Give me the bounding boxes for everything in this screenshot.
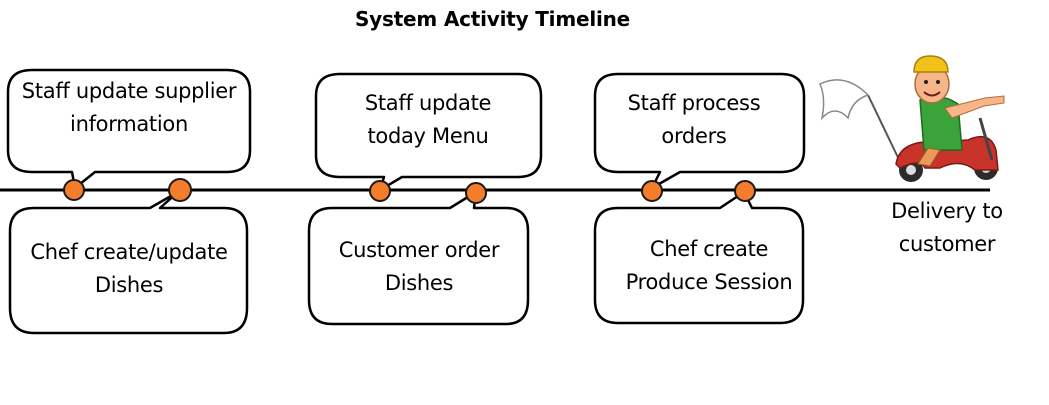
event-label-line: Staff update supplier bbox=[21, 79, 237, 103]
event-label-line: Dishes bbox=[94, 273, 164, 297]
timeline-node bbox=[734, 180, 756, 202]
event-label-orders: Staff process orders bbox=[597, 88, 791, 152]
diagram-title: System Activity Timeline bbox=[354, 7, 631, 31]
delivery-scooter-chef-icon bbox=[819, 55, 1005, 182]
event-label-supplier: Staff update supplier information bbox=[10, 76, 248, 140]
timeline-node bbox=[63, 179, 85, 201]
callout-bubble-supplier bbox=[6, 68, 252, 190]
event-label-produce-session: Chef create Produce Session bbox=[597, 234, 821, 298]
delivery-label: Delivery to customer bbox=[872, 195, 1022, 261]
callout-bubble-produce-session bbox=[593, 190, 805, 325]
event-label-line: today Menu bbox=[367, 124, 489, 148]
timeline-node bbox=[465, 182, 487, 204]
delivery-label-line: Delivery to bbox=[891, 199, 1003, 223]
callout-bubble-customer-order bbox=[307, 190, 530, 326]
callout-bubble-dishes bbox=[8, 190, 249, 335]
event-label-line: Dishes bbox=[384, 271, 454, 295]
callout-bubble-orders bbox=[593, 72, 806, 190]
event-label-dishes: Chef create/update Dishes bbox=[12, 237, 246, 301]
event-label-menu: Staff update today Menu bbox=[318, 88, 538, 152]
timeline-node bbox=[168, 178, 192, 202]
event-label-line: Staff update bbox=[364, 91, 492, 115]
event-label-line: Staff process bbox=[627, 91, 761, 115]
event-label-line: Chef create/update bbox=[30, 240, 228, 264]
event-label-line: Chef create bbox=[649, 237, 769, 261]
delivery-label-line: customer bbox=[898, 232, 996, 256]
event-label-customer-order: Customer order Dishes bbox=[311, 235, 527, 299]
event-label-line: Customer order bbox=[338, 238, 500, 262]
event-label-line: information bbox=[70, 112, 188, 136]
callout-bubble-menu bbox=[314, 72, 543, 192]
timeline-node bbox=[641, 180, 663, 202]
timeline-node bbox=[369, 180, 391, 202]
event-label-line: orders bbox=[661, 124, 727, 148]
event-label-line: Produce Session bbox=[625, 270, 793, 294]
